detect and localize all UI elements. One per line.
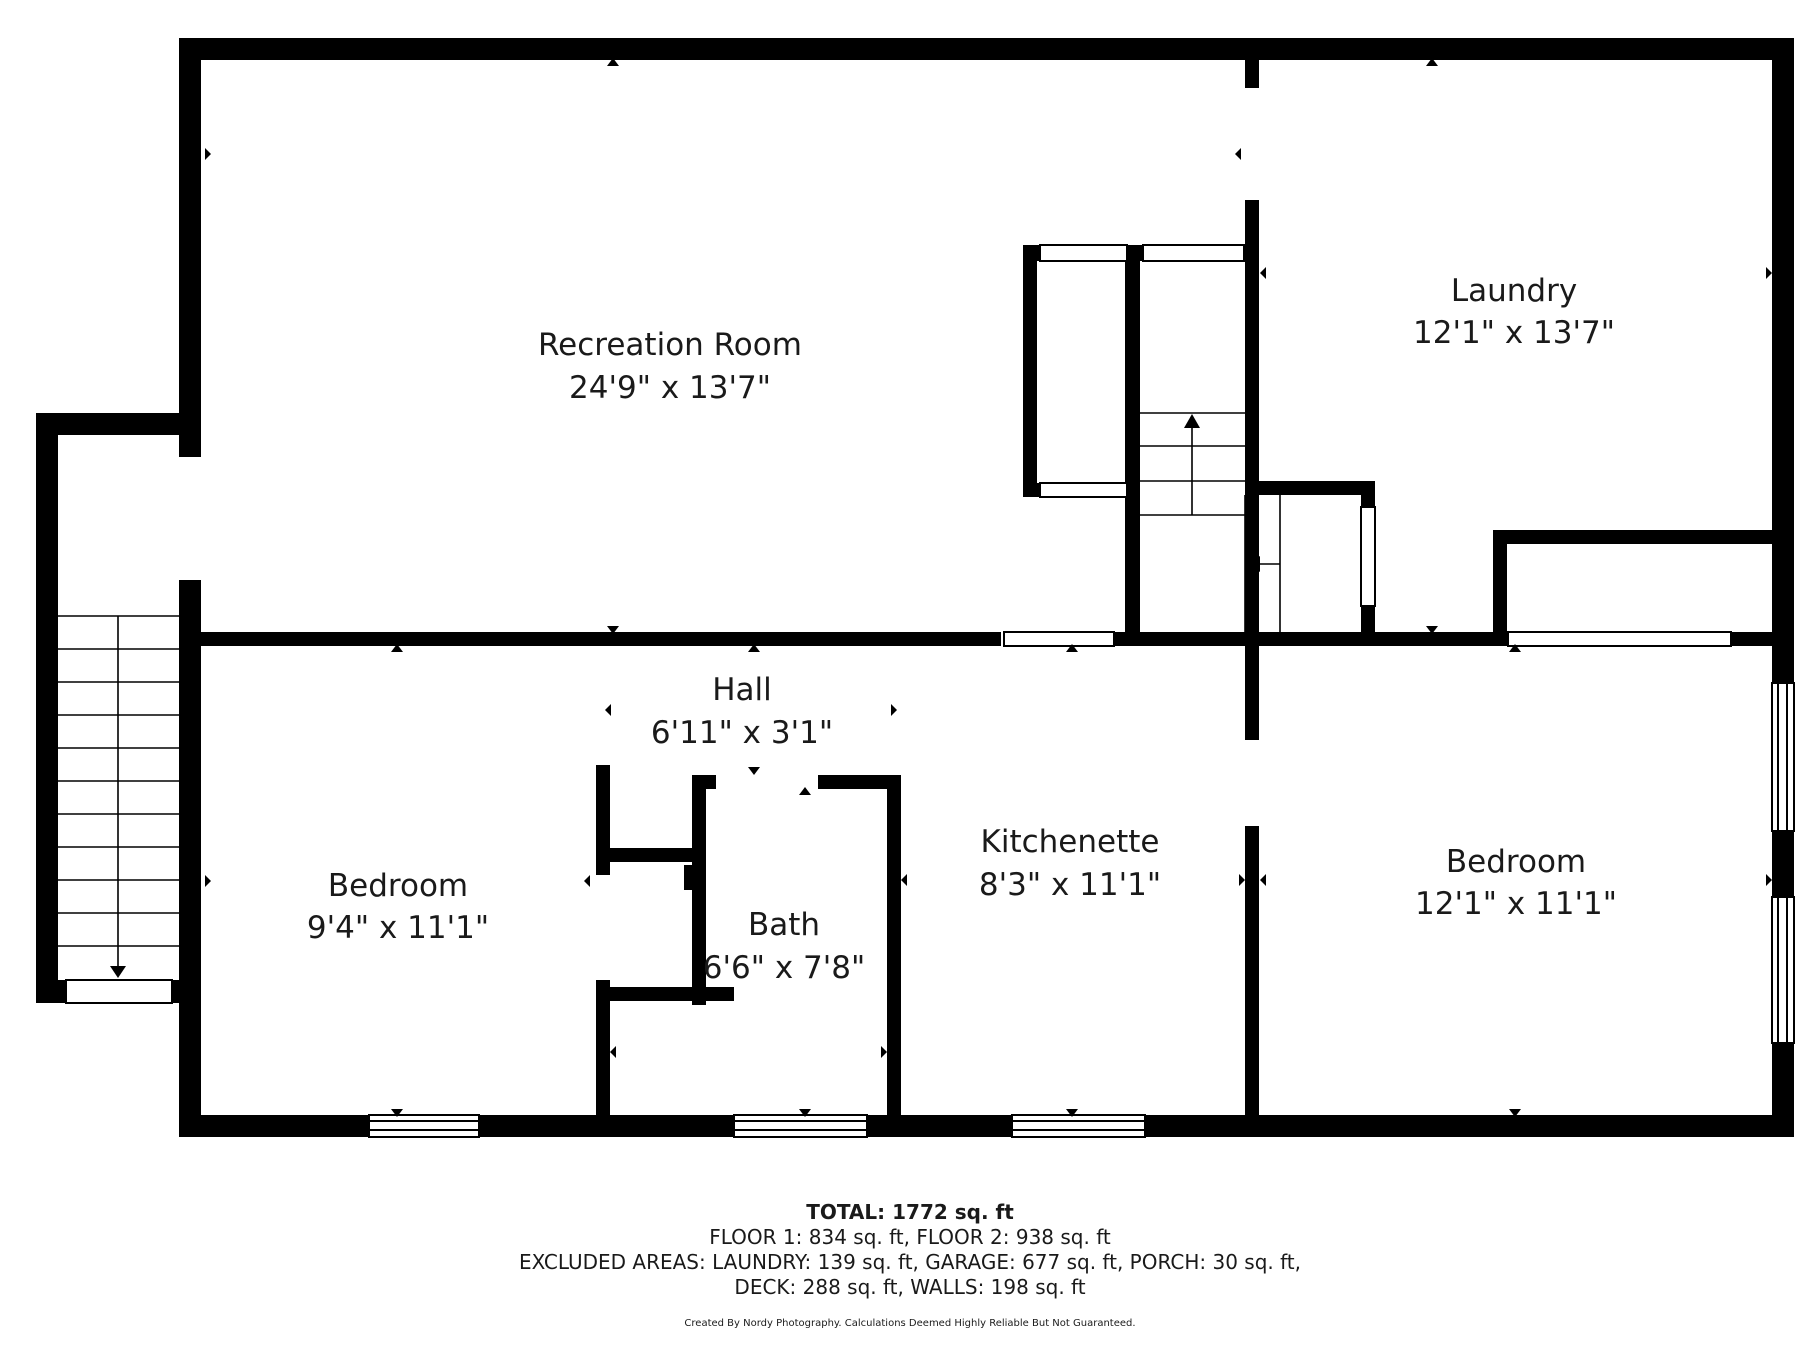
windows xyxy=(368,682,1795,1138)
total-area: TOTAL: 1772 sq. ft xyxy=(0,1200,1820,1225)
room-name: Laundry xyxy=(1451,273,1577,309)
room-name: Bath xyxy=(748,907,820,943)
room-name: Bedroom xyxy=(328,868,468,904)
room-dimensions: 24'9" x 13'7" xyxy=(569,370,771,406)
floor-areas: FLOOR 1: 834 sq. ft, FLOOR 2: 938 sq. ft xyxy=(709,1225,1111,1249)
room-recreation: Recreation Room 24'9" x 13'7" xyxy=(538,327,802,406)
excluded-areas-line-1: EXCLUDED AREAS: LAUNDRY: 139 sq. ft, GAR… xyxy=(518,1250,1302,1274)
exterior-walls xyxy=(36,38,1794,1137)
door-openings xyxy=(65,244,1732,1004)
room-dimensions: 12'1" x 11'1" xyxy=(1415,886,1617,922)
interior-walls xyxy=(201,52,1779,1127)
excluded-areas-line-2: DECK: 288 sq. ft, WALLS: 198 sq. ft xyxy=(734,1275,1086,1299)
room-name: Bedroom xyxy=(1446,844,1586,880)
left-staircase xyxy=(58,615,179,978)
room-bedroom-right: Bedroom 12'1" x 11'1" xyxy=(1415,844,1617,922)
total-label: TOTAL: xyxy=(806,1200,886,1224)
room-dimensions: 6'6" x 7'8" xyxy=(703,950,866,986)
room-dimensions: 9'4" x 11'1" xyxy=(307,910,489,946)
room-bedroom-left: Bedroom 9'4" x 11'1" xyxy=(307,868,489,946)
room-dimensions: 12'1" x 13'7" xyxy=(1413,315,1615,351)
room-name: Recreation Room xyxy=(538,327,802,363)
room-dimensions: 8'3" x 11'1" xyxy=(979,867,1161,903)
room-laundry: Laundry 12'1" x 13'7" xyxy=(1413,273,1615,351)
dimension-ticks xyxy=(205,58,1772,1117)
center-staircase xyxy=(1140,412,1281,632)
room-hall: Hall 6'11" x 3'1" xyxy=(651,672,833,751)
room-name: Kitchenette xyxy=(981,824,1160,860)
total-value: 1772 sq. ft xyxy=(892,1200,1014,1224)
room-bath: Bath 6'6" x 7'8" xyxy=(703,907,866,986)
room-name: Hall xyxy=(712,672,772,708)
credit-note: Created By Nordy Photography. Calculatio… xyxy=(684,1318,1136,1329)
room-dimensions: 6'11" x 3'1" xyxy=(651,715,833,751)
area-summary: TOTAL: 1772 sq. ft FLOOR 1: 834 sq. ft, … xyxy=(0,1200,1820,1329)
room-kitchenette: Kitchenette 8'3" x 11'1" xyxy=(979,824,1161,903)
